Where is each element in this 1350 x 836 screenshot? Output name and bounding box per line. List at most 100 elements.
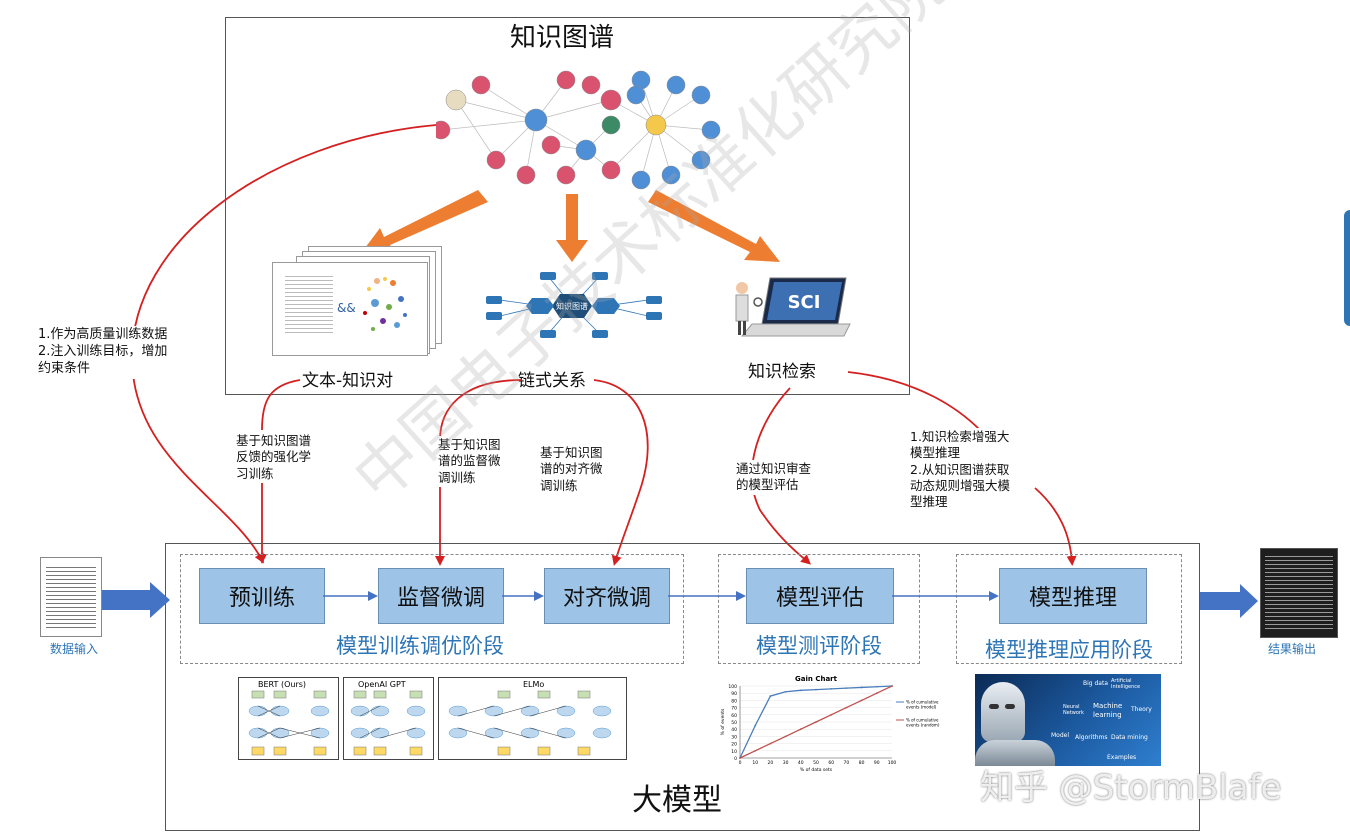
text-docs-stack: && xyxy=(272,246,442,356)
annotation-supervised: 基于知识图 谱的监督微 调训练 xyxy=(436,436,503,487)
annotation-alignment: 基于知识图 谱的对齐微 调训练 xyxy=(538,444,605,495)
chain-center-label: 知识图谱 xyxy=(556,301,588,311)
output-label: 结果输出 xyxy=(1268,642,1317,656)
training-phase-box xyxy=(180,554,684,664)
gain-chart-ytick: 60 xyxy=(731,713,737,719)
gain-chart-point xyxy=(845,706,848,709)
gain-chart-point xyxy=(784,690,787,693)
gain-chart-point xyxy=(860,686,863,689)
gain-chart-ylabel: % of events xyxy=(720,708,726,735)
knowledge-graph-frame xyxy=(225,17,910,395)
inference-phase-box xyxy=(956,554,1182,664)
gpt-title: OpenAI GPT xyxy=(358,680,406,689)
stage-supervised-finetune: 监督微调 xyxy=(378,568,504,624)
gain-chart-point xyxy=(860,699,863,702)
gain-chart-ytick: 20 xyxy=(731,742,737,748)
stage-alignment-finetune: 对齐微调 xyxy=(544,568,670,624)
gain-chart-ytick: 90 xyxy=(731,691,737,697)
robot-word-nn: Neural Network xyxy=(1063,704,1084,717)
annotation-left-side: 1.作为高质量训练数据 2.注入训练目标，增加 约束条件 xyxy=(36,326,170,379)
gain-chart-ytick: 50 xyxy=(731,720,737,726)
gain-chart-xtick: 0 xyxy=(739,760,742,766)
output-terminal-image xyxy=(1260,548,1338,638)
stage-model-evaluation: 模型评估 xyxy=(746,568,894,624)
text-knowledge-label: 文本-知识对 xyxy=(302,371,394,391)
gain-chart-point xyxy=(754,749,757,752)
gain-chart-xtick: 100 xyxy=(888,760,897,766)
gain-chart-ytick: 30 xyxy=(731,734,737,740)
gain-chart-point xyxy=(891,685,893,687)
phase-label-training: 模型训练调优阶段 xyxy=(336,634,504,658)
gain-chart-ytick: 40 xyxy=(731,727,737,733)
input-label: 数据输入 xyxy=(50,642,99,656)
gain-chart-xtick: 80 xyxy=(859,760,865,766)
gain-chart-legend-label: % of cumulative xyxy=(906,718,939,723)
gain-chart-point xyxy=(875,692,878,695)
phase-label-inference: 模型推理应用阶段 xyxy=(985,638,1153,662)
elmo-title: ELMo xyxy=(523,680,544,689)
gain-chart-xtick: 50 xyxy=(813,760,819,766)
sci-label: SCI xyxy=(788,292,821,313)
gain-chart-ytick: 10 xyxy=(731,749,737,755)
phase-label-evaluation: 模型测评阶段 xyxy=(756,634,882,658)
gain-chart-xtick: 20 xyxy=(768,760,774,766)
big-model-frame xyxy=(165,543,1200,831)
gain-chart-point xyxy=(799,728,802,731)
robot-word-ml: Machine learning xyxy=(1093,702,1123,719)
ampersand-text: && xyxy=(337,301,356,315)
big-model-title: 大模型 xyxy=(632,783,722,818)
architecture-diagrams: BERT (Ours) OpenAI GPT ELMo xyxy=(238,677,627,760)
gain-chart-xtick: 60 xyxy=(828,760,834,766)
knowledge-retrieval-label: 知识检索 xyxy=(748,362,816,382)
robot-ai-image: Big data Artificial Intelligence Machine… xyxy=(975,674,1161,766)
sci-laptop-illustration: SCI xyxy=(735,277,851,337)
gain-chart-xtick: 10 xyxy=(752,760,758,766)
gain-chart-point xyxy=(799,689,802,692)
kg-orange-arrows xyxy=(362,190,780,262)
gain-chart-ytick: 100 xyxy=(728,684,737,690)
gain-chart-point xyxy=(875,685,878,688)
robot-word-examples: Examples xyxy=(1107,754,1137,761)
stage-pretrain: 预训练 xyxy=(199,568,325,624)
robot-word-ai: Artificial Intelligence xyxy=(1111,678,1141,691)
gain-chart-point xyxy=(815,688,817,691)
gain-chart-point xyxy=(815,721,817,723)
gain-chart-title: Gain Chart xyxy=(795,675,838,683)
bert-title: BERT (Ours) xyxy=(258,680,306,689)
gain-chart-point xyxy=(784,735,787,738)
gain-chart-xtick: 30 xyxy=(783,760,789,766)
gain-chart-point xyxy=(830,687,833,690)
kg-network-graph xyxy=(436,70,721,190)
robot-word-algorithms: Algorithms xyxy=(1075,734,1108,741)
annotation-inference: 1.知识检索增强大 模型推理 2.从知识图谱获取 动态规则增强大模 型推理 xyxy=(908,428,1013,512)
gain-chart-xtick: 70 xyxy=(844,760,850,766)
annotation-pretrain-feedback: 基于知识图谱 反馈的强化学 习训练 xyxy=(234,432,314,483)
gain-chart-point xyxy=(830,713,833,716)
gain-chart-point xyxy=(769,742,772,745)
gain-chart-ytick: 0 xyxy=(734,756,737,762)
gain-chart-xlabel: % of data sets xyxy=(800,767,833,773)
gain-chart-point xyxy=(769,695,772,697)
input-document-image xyxy=(40,557,102,637)
gain-chart-legend-label-cont: events (model) xyxy=(906,705,937,710)
gain-chart-xtick: 90 xyxy=(874,760,880,766)
robot-word-theory: Theory xyxy=(1131,706,1152,713)
side-scroll-tab xyxy=(1344,210,1350,326)
gain-chart-point xyxy=(739,757,741,759)
gain-chart-ytick: 80 xyxy=(731,698,737,704)
gain-chart-xtick: 40 xyxy=(798,760,804,766)
zhihu-credit: 知乎 @StormBlafe xyxy=(980,768,1282,808)
gain-chart-point xyxy=(845,687,848,690)
robot-word-bigdata: Big data xyxy=(1083,680,1109,687)
chain-relation-label: 链式关系 xyxy=(518,371,586,391)
gain-chart-ytick: 70 xyxy=(731,706,737,712)
kg-title: 知识图谱 xyxy=(510,23,615,53)
stage-model-inference: 模型推理 xyxy=(999,568,1147,624)
annotation-evaluation: 通过知识审查 的模型评估 xyxy=(734,460,814,495)
robot-word-datamining: Data mining xyxy=(1111,734,1148,741)
gain-chart-legend-label-cont: events (random) xyxy=(906,723,940,728)
evaluation-phase-box xyxy=(718,554,920,664)
robot-word-model: Model xyxy=(1051,732,1070,739)
